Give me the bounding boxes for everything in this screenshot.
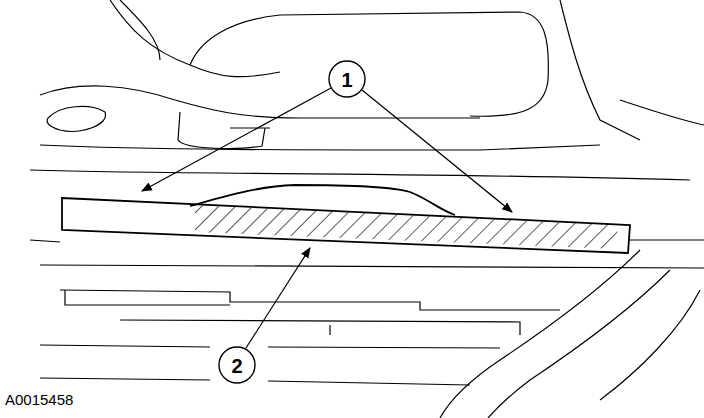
figure-id: A0015458 bbox=[4, 392, 74, 407]
leader-lines bbox=[142, 88, 512, 348]
vehicle-interior bbox=[30, 0, 704, 418]
callout-number: 2 bbox=[231, 356, 242, 376]
scuff-plate bbox=[62, 185, 630, 253]
callout-number: 1 bbox=[341, 70, 352, 90]
callout-circles bbox=[219, 61, 365, 383]
